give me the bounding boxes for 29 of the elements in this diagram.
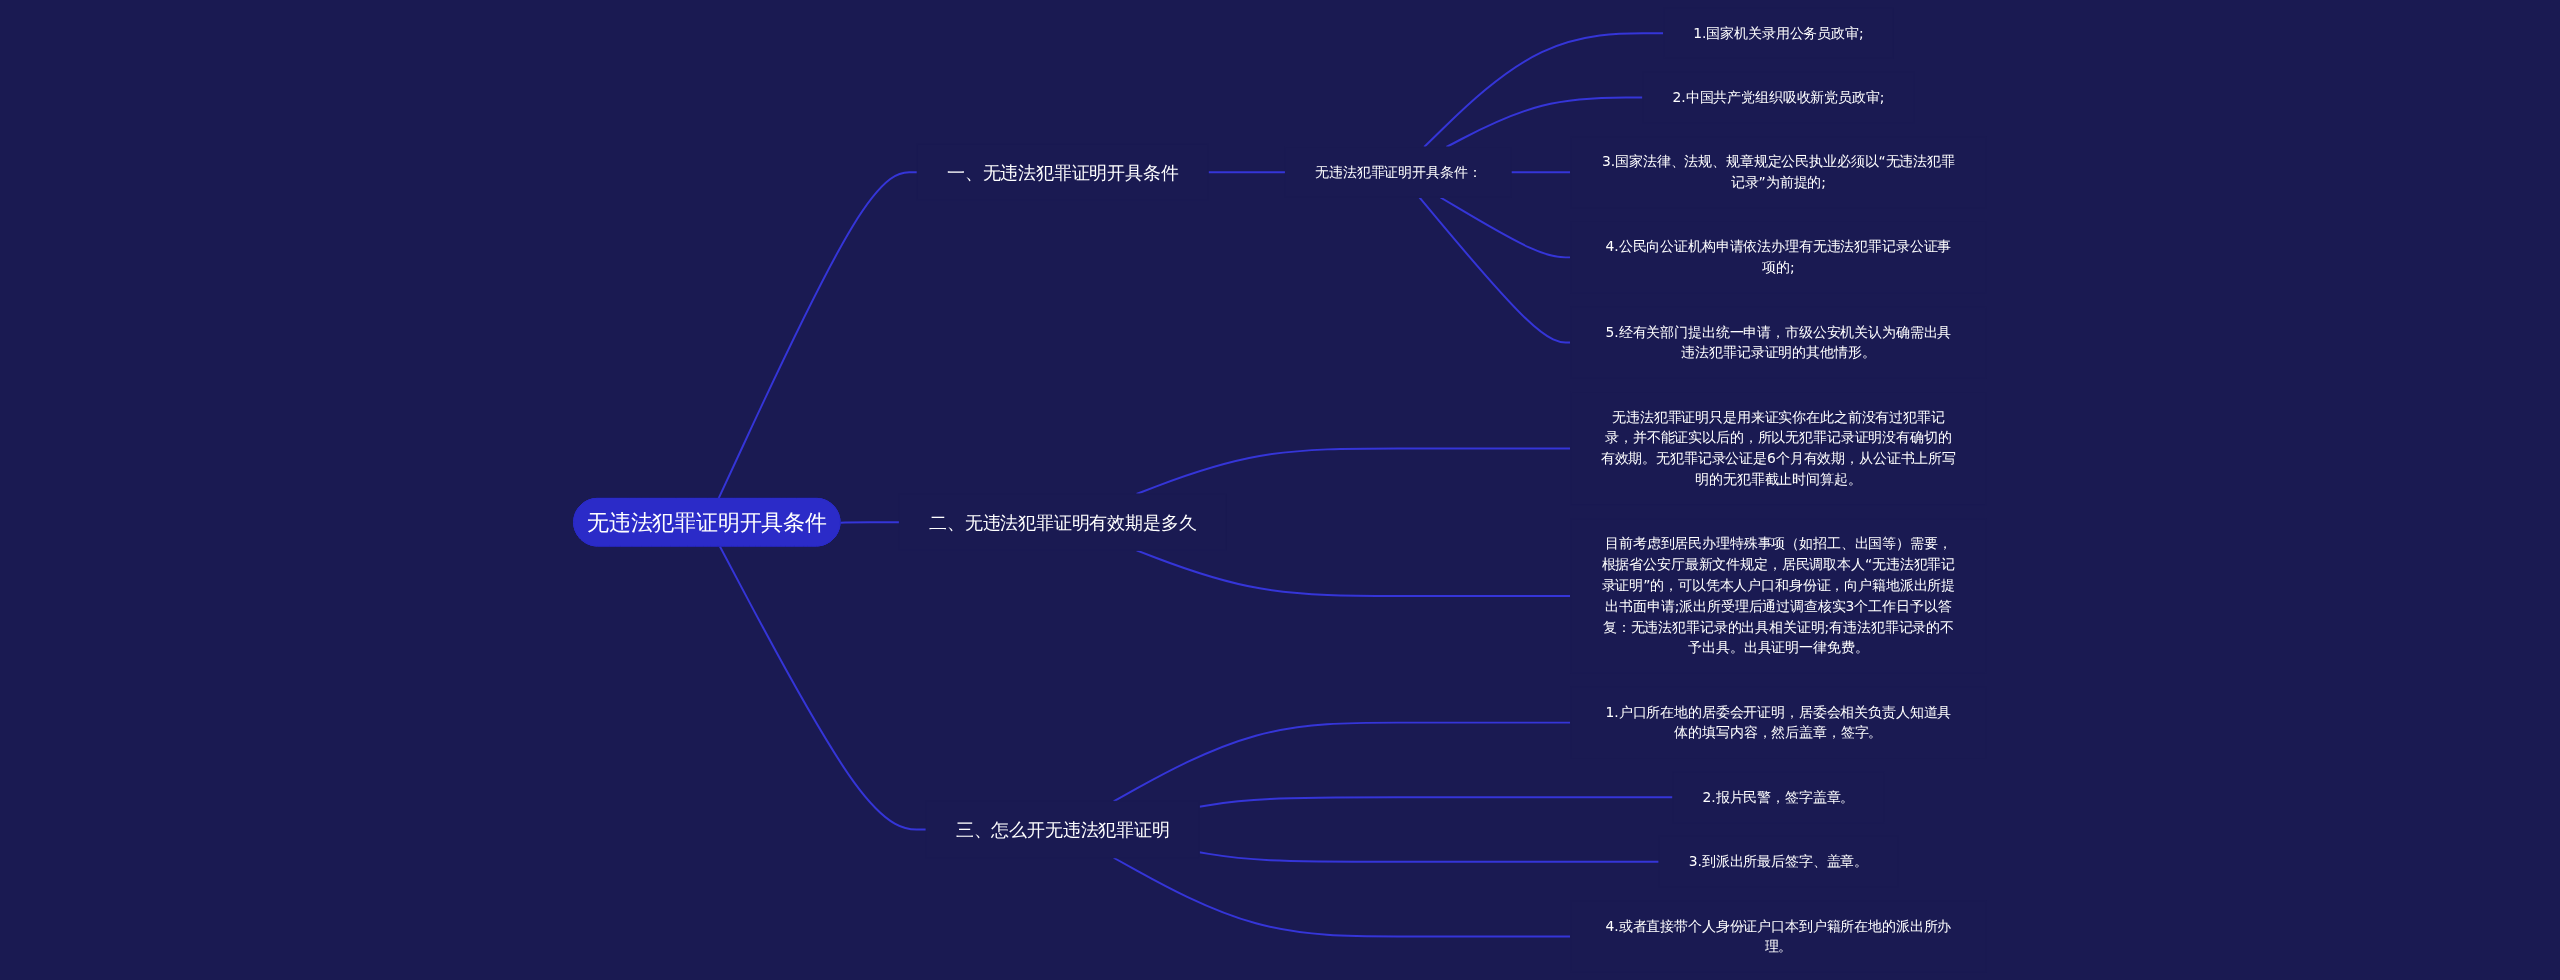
connector	[1112, 856, 1572, 938]
node-text: 一、无违法犯罪证明开具条件	[946, 161, 1179, 183]
node-text: 1.户口所在地的居委会开证明，居委会相关负责人知道具体的填写内容，然后盖章，签字。	[1605, 703, 1952, 741]
connector	[1418, 196, 1572, 344]
node-text: 1.国家机关录用公务员政审;	[1693, 24, 1864, 41]
node-text: 3.国家法律、法规、规章规定公民执业必须以“无违法犯罪记录”为前提的;	[1601, 153, 1955, 191]
node-text: 无违法犯罪证明只是用来证实你在此之前没有过犯罪记录，并不能证实以后的，所以无犯罪记录证明没有确切的有效期。无犯罪记录公证是6个月有效期，从公证书上所写明的无犯罪截止时间算起。	[1600, 408, 1957, 488]
node-text: 2.报片民警，签字盖章。	[1702, 788, 1855, 805]
connector	[1439, 196, 1572, 259]
connector	[1510, 171, 1572, 174]
connector	[1135, 549, 1572, 597]
node-text: 2.中国共产党组织吸收新党员政审;	[1672, 89, 1885, 105]
connector	[1198, 796, 1674, 808]
connector	[1445, 96, 1644, 148]
connector	[1112, 721, 1572, 803]
node-text: 无违法犯罪证明开具条件：	[1315, 163, 1482, 180]
connector	[1198, 851, 1660, 863]
node-text: 5.经有关部门提出统一申请，市级公安机关认为确需出具违法犯罪记录证明的其他情形。	[1605, 323, 1952, 361]
node-text: 二、无违法犯罪证明有效期是多久	[929, 511, 1197, 533]
connector	[717, 171, 919, 500]
node-text: 3.到派出所最后签字、盖章。	[1688, 853, 1869, 870]
node-text: 4.或者直接带个人身份证户口本到户籍所在地的派出所办理。	[1605, 917, 1952, 955]
node-text: 三、怎么开无违法犯罪证明	[955, 819, 1170, 840]
connector	[1207, 171, 1287, 174]
node-text: 4.公民向公证机构申请依法办理有无违法犯罪记录公证事项的;	[1605, 238, 1952, 276]
connector	[839, 521, 901, 524]
connector	[1423, 32, 1665, 148]
connector	[718, 545, 928, 831]
node-text: 目前考虑到居民办理特殊事项（如招工、出国等）需要，根据省公安厅最新文件规定，居民调取本人“无违法犯罪记录证明”的，可以凭本人户口和身份证，向户籍地派出所提出书面申请;派出所受理后通过调查核实3个工作日予以答复：无违法犯罪记录的出具相关证明;有违法犯罪记录的不予出具。出具证明一律免费。	[1601, 535, 1956, 656]
